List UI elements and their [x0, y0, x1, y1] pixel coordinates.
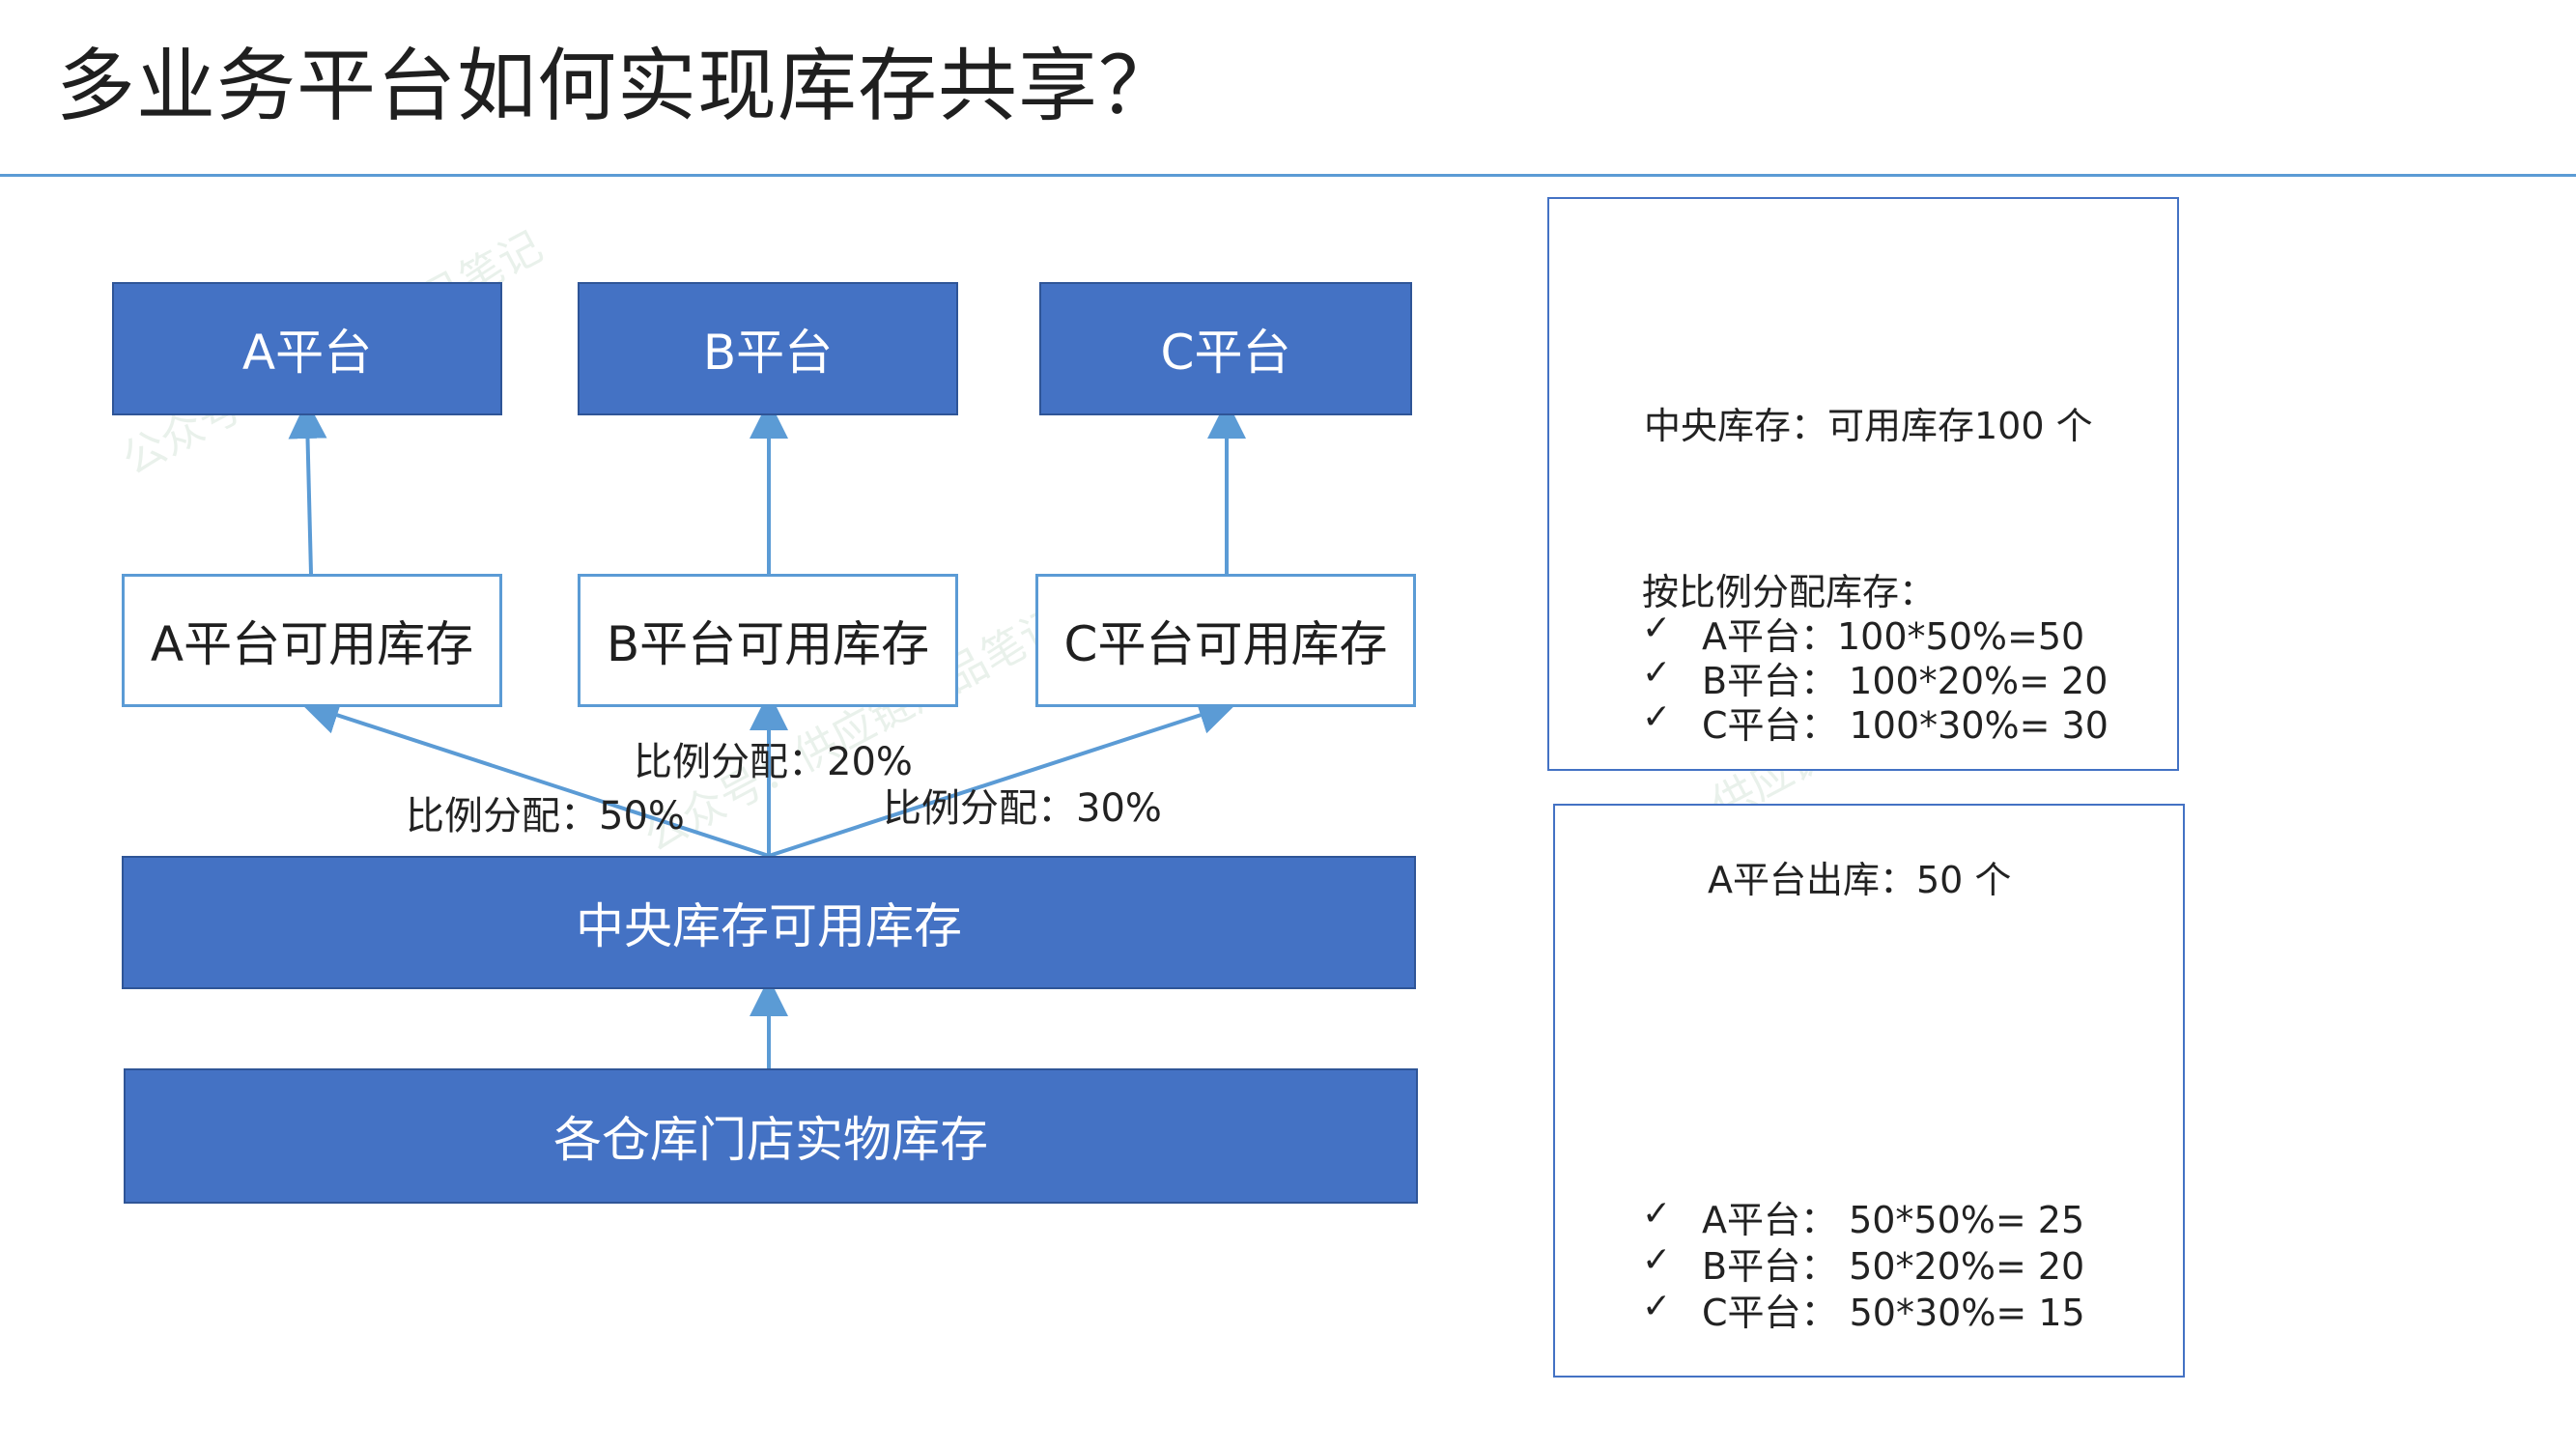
- platform-a-available-box: A平台可用库存: [122, 574, 502, 707]
- check-icon: ✓: [1642, 653, 1672, 693]
- panel2-outbound-text: A平台出库：50 个: [1708, 859, 2012, 901]
- panel2-item-a: A平台： 50*50%= 25: [1702, 1199, 2085, 1241]
- allocation-panel: [1547, 197, 2179, 771]
- ratio-label-c: 比例分配：30%: [883, 786, 1162, 831]
- check-icon: ✓: [1642, 1194, 1672, 1234]
- check-icon: ✓: [1642, 1240, 1672, 1280]
- page-title: 多业务平台如何实现库存共享？: [56, 41, 1179, 132]
- platform-a-box: A平台: [112, 282, 502, 415]
- ratio-label-b: 比例分配：20%: [634, 740, 913, 784]
- arrow-central-to-a: [299, 696, 770, 858]
- panel1-heading: 按比例分配库存：: [1642, 571, 1937, 613]
- arrow-central-to-c: [768, 696, 1238, 858]
- panel2-item-c: C平台： 50*30%= 15: [1702, 1292, 2085, 1334]
- panel2-item-b: B平台： 50*20%= 20: [1702, 1245, 2085, 1288]
- outbound-panel: [1553, 804, 2185, 1378]
- platform-b-available-box: B平台可用库存: [578, 574, 958, 707]
- panel1-central-text: 中央库存：可用库存100 个: [1644, 405, 2093, 447]
- ratio-label-a: 比例分配：50%: [406, 794, 685, 838]
- platform-b-box: B平台: [578, 282, 958, 415]
- arrow-a-available-to-platform: [288, 400, 327, 575]
- physical-inventory-box: 各仓库门店实物库存: [124, 1068, 1418, 1204]
- panel1-item-c: C平台： 100*30%= 30: [1702, 704, 2109, 747]
- central-inventory-box: 中央库存可用库存: [122, 856, 1416, 989]
- check-icon: ✓: [1642, 697, 1672, 737]
- title-divider: [0, 174, 2576, 177]
- check-icon: ✓: [1642, 1287, 1672, 1326]
- check-icon: ✓: [1642, 609, 1672, 648]
- platform-c-box: C平台: [1039, 282, 1412, 415]
- panel1-item-b: B平台： 100*20%= 20: [1702, 660, 2109, 702]
- platform-c-available-box: C平台可用库存: [1035, 574, 1416, 707]
- panel1-item-a: A平台：100*50%=50: [1702, 615, 2085, 658]
